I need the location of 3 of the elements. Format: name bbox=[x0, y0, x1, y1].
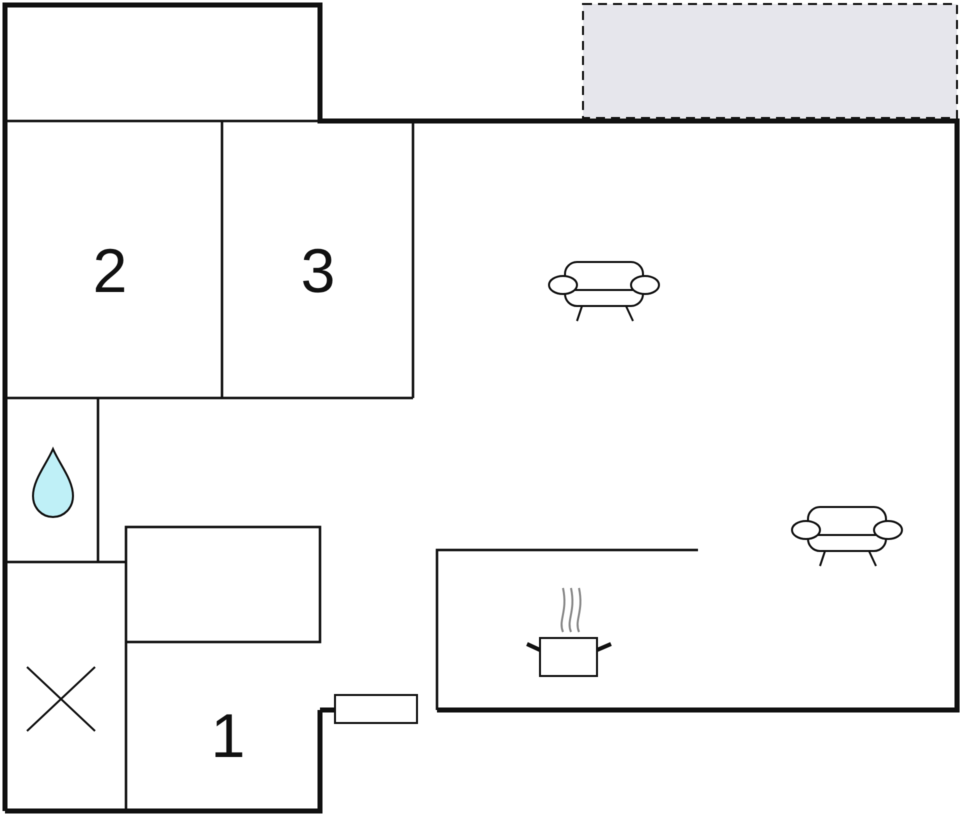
room-number: 1 bbox=[210, 706, 246, 768]
room-number: 2 bbox=[92, 241, 128, 303]
room-number: 3 bbox=[300, 241, 336, 303]
